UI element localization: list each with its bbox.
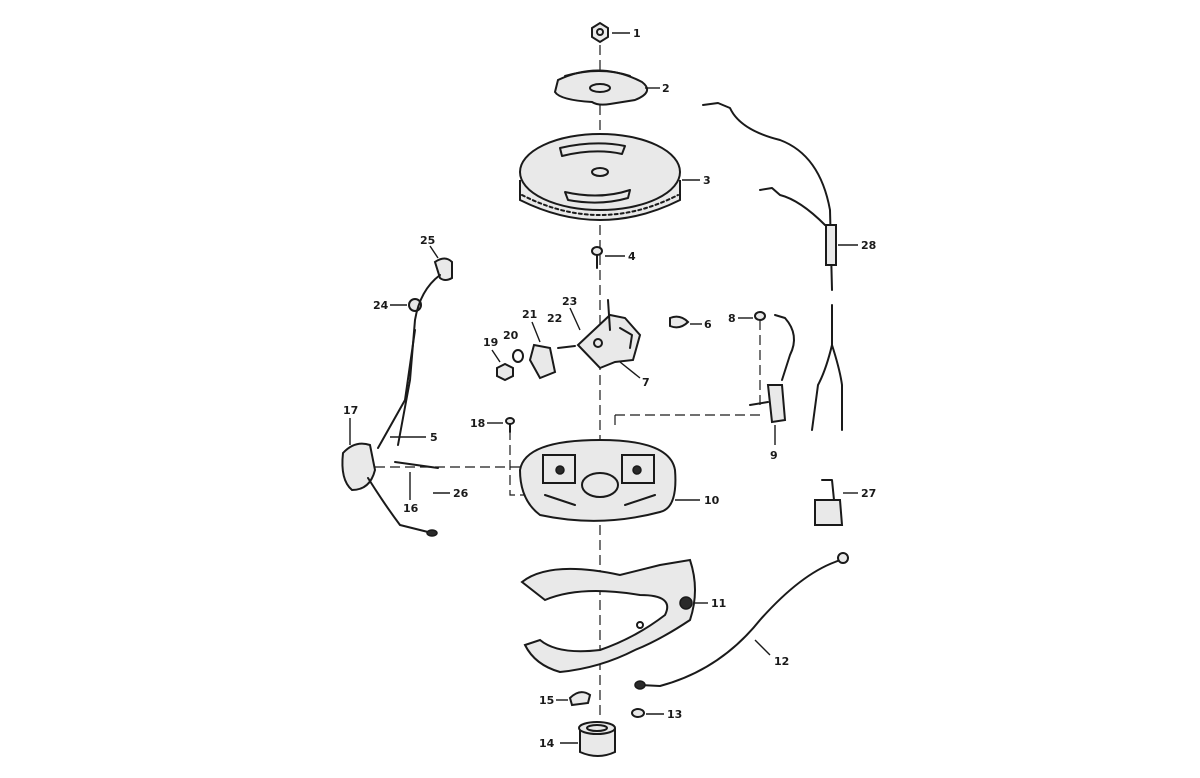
callout-26: 26: [453, 487, 469, 500]
part-26-screw: 26: [433, 487, 469, 500]
part-7-breaker-points: 7: [576, 299, 650, 389]
part-20-washer: 20: [503, 329, 524, 363]
callout-13: 13: [667, 708, 682, 721]
part-24-grommet: 24: [373, 298, 422, 312]
callout-24: 24: [373, 299, 389, 312]
callout-19: 19: [483, 336, 498, 349]
callout-16: 16: [403, 502, 419, 515]
part-5-lead: 5: [390, 431, 438, 444]
part-25-boot: 25: [420, 234, 453, 281]
callout-1: 1: [633, 27, 641, 40]
callout-5: 5: [430, 431, 438, 444]
part-10-stator-plate: 10: [518, 438, 720, 522]
part-6-key: 6: [669, 315, 712, 331]
part-27-sensor: 27: [814, 479, 876, 526]
callout-17: 17: [343, 404, 358, 417]
callout-20: 20: [503, 329, 519, 342]
part-19-nut: 19: [483, 336, 514, 382]
part-13-screw: 13: [631, 708, 682, 721]
part-21-cam: 21: [522, 308, 557, 380]
part-14-bushing: 14: [539, 721, 616, 757]
part-18-screw: 18: [470, 417, 515, 433]
callout-2: 2: [662, 82, 670, 95]
part-3-flywheel: 3: [519, 133, 711, 221]
callout-11: 11: [711, 597, 726, 610]
callout-22: 22: [547, 312, 562, 325]
callout-28: 28: [861, 239, 876, 252]
callout-8: 8: [728, 312, 736, 325]
part-28-harness: 28: [702, 102, 876, 431]
axis-branch-18: [509, 430, 545, 496]
callout-18: 18: [470, 417, 485, 430]
callout-25: 25: [420, 234, 435, 247]
callout-12: 12: [774, 655, 789, 668]
part-23-pin: 23: [562, 295, 581, 331]
part-4-screw: 4: [591, 246, 636, 269]
callout-7: 7: [642, 376, 650, 389]
part-1-nut: 1: [591, 21, 641, 44]
part-8-screw: 8: [728, 311, 766, 325]
callout-10: 10: [704, 494, 720, 507]
callout-21: 21: [522, 308, 537, 321]
callout-23: 23: [562, 295, 577, 308]
callout-15: 15: [539, 694, 554, 707]
part-16-clip: 16: [394, 461, 439, 515]
callout-27: 27: [861, 487, 876, 500]
callout-14: 14: [539, 737, 555, 750]
part-2-plate: 2: [553, 69, 670, 106]
callout-4: 4: [628, 250, 636, 263]
part-15-spacer: 15: [539, 691, 592, 707]
part-9-condenser: 9: [749, 314, 795, 462]
callout-9: 9: [770, 449, 778, 462]
part-11-bracket: 11: [520, 558, 726, 674]
callout-3: 3: [703, 174, 711, 187]
part-17-coil: 17: [341, 274, 441, 537]
part-12-lead: 12: [634, 552, 849, 690]
callout-6: 6: [704, 318, 712, 331]
part-22-spring: 22: [547, 312, 576, 349]
